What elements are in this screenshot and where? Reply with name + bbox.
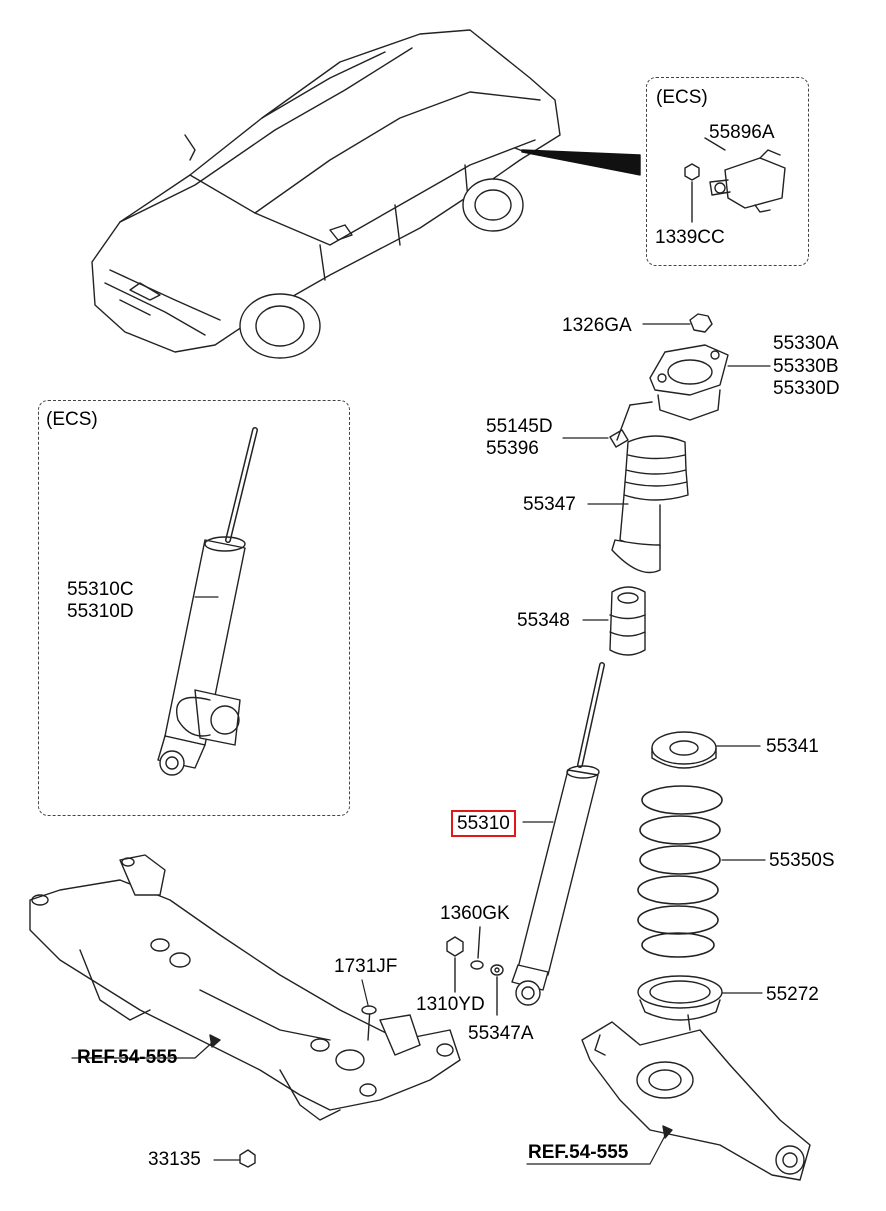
- part-label-55347A[interactable]: 55347A: [468, 1023, 534, 1044]
- ecs-sensor: [709, 149, 786, 213]
- spring-seat: [651, 731, 717, 769]
- part-label-55348[interactable]: 55348: [517, 610, 570, 631]
- part-label-55272[interactable]: 55272: [766, 984, 819, 1005]
- car-illustration: [91, 29, 561, 359]
- part-label-55310D[interactable]: 55310D: [67, 601, 134, 622]
- shock-mount: [649, 313, 729, 421]
- ecs-label-shock: (ECS): [46, 409, 98, 430]
- lower-arm: [581, 1021, 811, 1181]
- part-label-55347[interactable]: 55347: [523, 494, 576, 515]
- dust-boot: [611, 435, 689, 574]
- part-label-1310YD[interactable]: 1310YD: [416, 994, 485, 1015]
- ref-label-left[interactable]: REF.54-555: [77, 1047, 178, 1068]
- part-label-55145D[interactable]: 55145D: [486, 416, 553, 437]
- ecs-sensor-box: [646, 77, 809, 266]
- leader-lines: [71, 323, 771, 1165]
- lower-spring-pad: [637, 975, 723, 1031]
- bump-stopper: [609, 586, 646, 656]
- part-label-1339CC[interactable]: 1339CC: [655, 227, 725, 248]
- shock-absorber: [511, 662, 605, 1006]
- part-label-55330B[interactable]: 55330B: [773, 356, 839, 377]
- ecs-shock: [157, 427, 258, 776]
- part-label-33135[interactable]: 33135: [148, 1149, 201, 1170]
- part-label-55330D[interactable]: 55330D: [773, 378, 840, 399]
- part-label-55310[interactable]: 55310: [451, 810, 516, 837]
- part-label-55896A[interactable]: 55896A: [709, 122, 775, 143]
- ref-label-right[interactable]: REF.54-555: [528, 1142, 629, 1163]
- part-label-55341[interactable]: 55341: [766, 736, 819, 757]
- ecs-shock-box: [38, 400, 350, 816]
- part-label-1360GK[interactable]: 1360GK: [440, 903, 510, 924]
- part-label-55350S[interactable]: 55350S: [769, 850, 835, 871]
- part-label-1731JF[interactable]: 1731JF: [334, 956, 398, 977]
- part-label-1326GA[interactable]: 1326GA: [562, 315, 632, 336]
- ecs-label-sensor: (ECS): [656, 87, 708, 108]
- part-label-55396[interactable]: 55396: [486, 438, 539, 459]
- part-label-55310C[interactable]: 55310C: [67, 579, 134, 600]
- coil-spring: [637, 785, 723, 958]
- part-label-55330A[interactable]: 55330A: [773, 333, 839, 354]
- crossmember: [29, 854, 461, 1121]
